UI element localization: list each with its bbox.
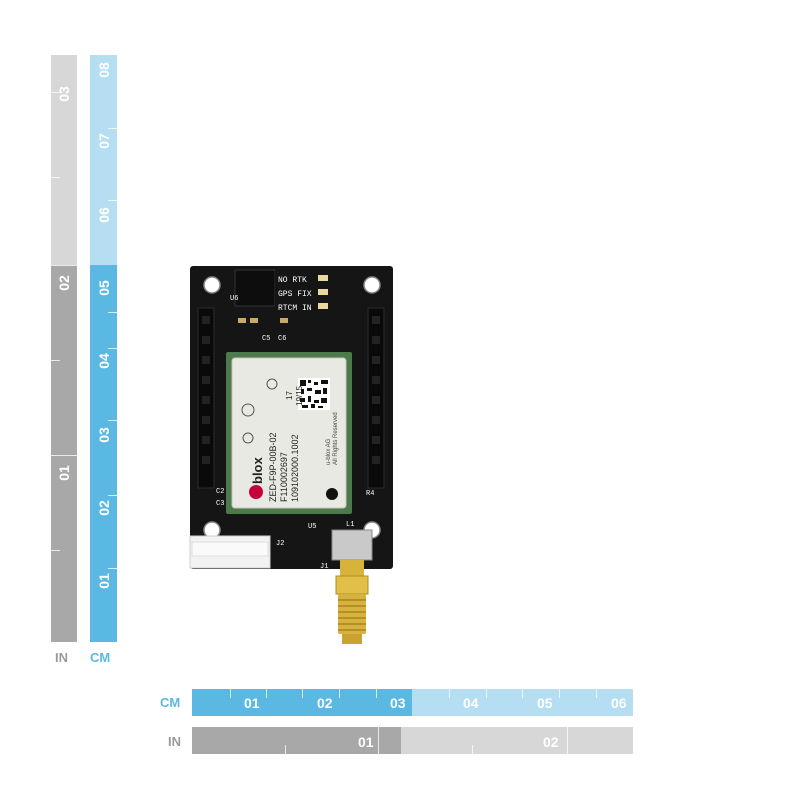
cm-tick-label: 04 [463, 695, 479, 711]
in-tick-label: 02 [56, 275, 72, 291]
in-tick-label: 01 [56, 465, 72, 481]
module-serial: F110002697 [279, 452, 289, 502]
designator-u6: U6 [230, 295, 238, 303]
led-label-no-rtk: NO RTK [278, 276, 307, 285]
cm-tick-label: 04 [96, 353, 112, 369]
led-label-gps-fix: GPS FIX [278, 290, 312, 299]
in-tick-label: 03 [56, 86, 72, 102]
cm-tick-label: 05 [96, 280, 112, 296]
in-tick-label: 02 [543, 734, 559, 750]
designator-c2: C2 [216, 488, 224, 496]
led-label-rtcm-in: RTCM IN [278, 304, 312, 313]
vertical-in-unit-label: IN [55, 650, 68, 665]
cm-tick-label: 03 [96, 427, 112, 443]
cm-tick-label: 02 [317, 695, 333, 711]
module-brand: blox [250, 457, 265, 484]
designator-c5: C5 [262, 335, 270, 343]
in-ruler-light-segment [51, 55, 77, 265]
module-maker: u-blox AG [326, 438, 332, 465]
cm-tick-label: 01 [244, 695, 260, 711]
pin1-marker [326, 488, 338, 500]
cm-ruler-light-segment [90, 55, 117, 265]
cm-tick-label: 07 [96, 133, 112, 149]
in-ruler-dark-segment [192, 727, 401, 754]
cm-tick-label: 03 [390, 695, 406, 711]
designator-j2: J2 [276, 540, 284, 548]
designator-l1: L1 [346, 521, 354, 529]
designator-c6: C6 [278, 335, 286, 343]
cm-ruler-dark-segment [90, 265, 117, 642]
module-firmware: 109102000.1002 [290, 434, 300, 502]
in-ruler-dark-segment [51, 265, 77, 642]
vertical-cm-unit-label: CM [90, 650, 111, 665]
module-rights: All Rights Reserved [333, 412, 339, 465]
module-date-b: 19/15 [295, 385, 304, 406]
designator-j1: J1 [320, 563, 328, 571]
designator-c3: C3 [216, 500, 224, 508]
cm-tick-label: 05 [537, 695, 553, 711]
designator-u5: U5 [308, 523, 316, 531]
module-part-number: ZED-F9P-00B-02 [268, 432, 278, 502]
cm-tick-label: 08 [96, 62, 112, 78]
in-ruler-light-segment [401, 727, 633, 754]
cm-tick-label: 06 [611, 695, 627, 711]
module-date-a: 17 [285, 391, 294, 400]
cm-tick-label: 01 [96, 573, 112, 589]
cm-tick-label: 06 [96, 207, 112, 223]
horizontal-cm-unit-label: CM [160, 695, 181, 710]
in-tick-label: 01 [358, 734, 374, 750]
sma-antenna-connector [335, 560, 369, 644]
designator-r4: R4 [366, 490, 374, 498]
gnss-board-image: U6 NO RTK GPS FIX RTCM IN C5 C6 [189, 266, 393, 644]
ublox-logo: blox [249, 457, 265, 499]
cm-tick-label: 02 [96, 500, 112, 516]
horizontal-in-unit-label: IN [168, 734, 181, 749]
